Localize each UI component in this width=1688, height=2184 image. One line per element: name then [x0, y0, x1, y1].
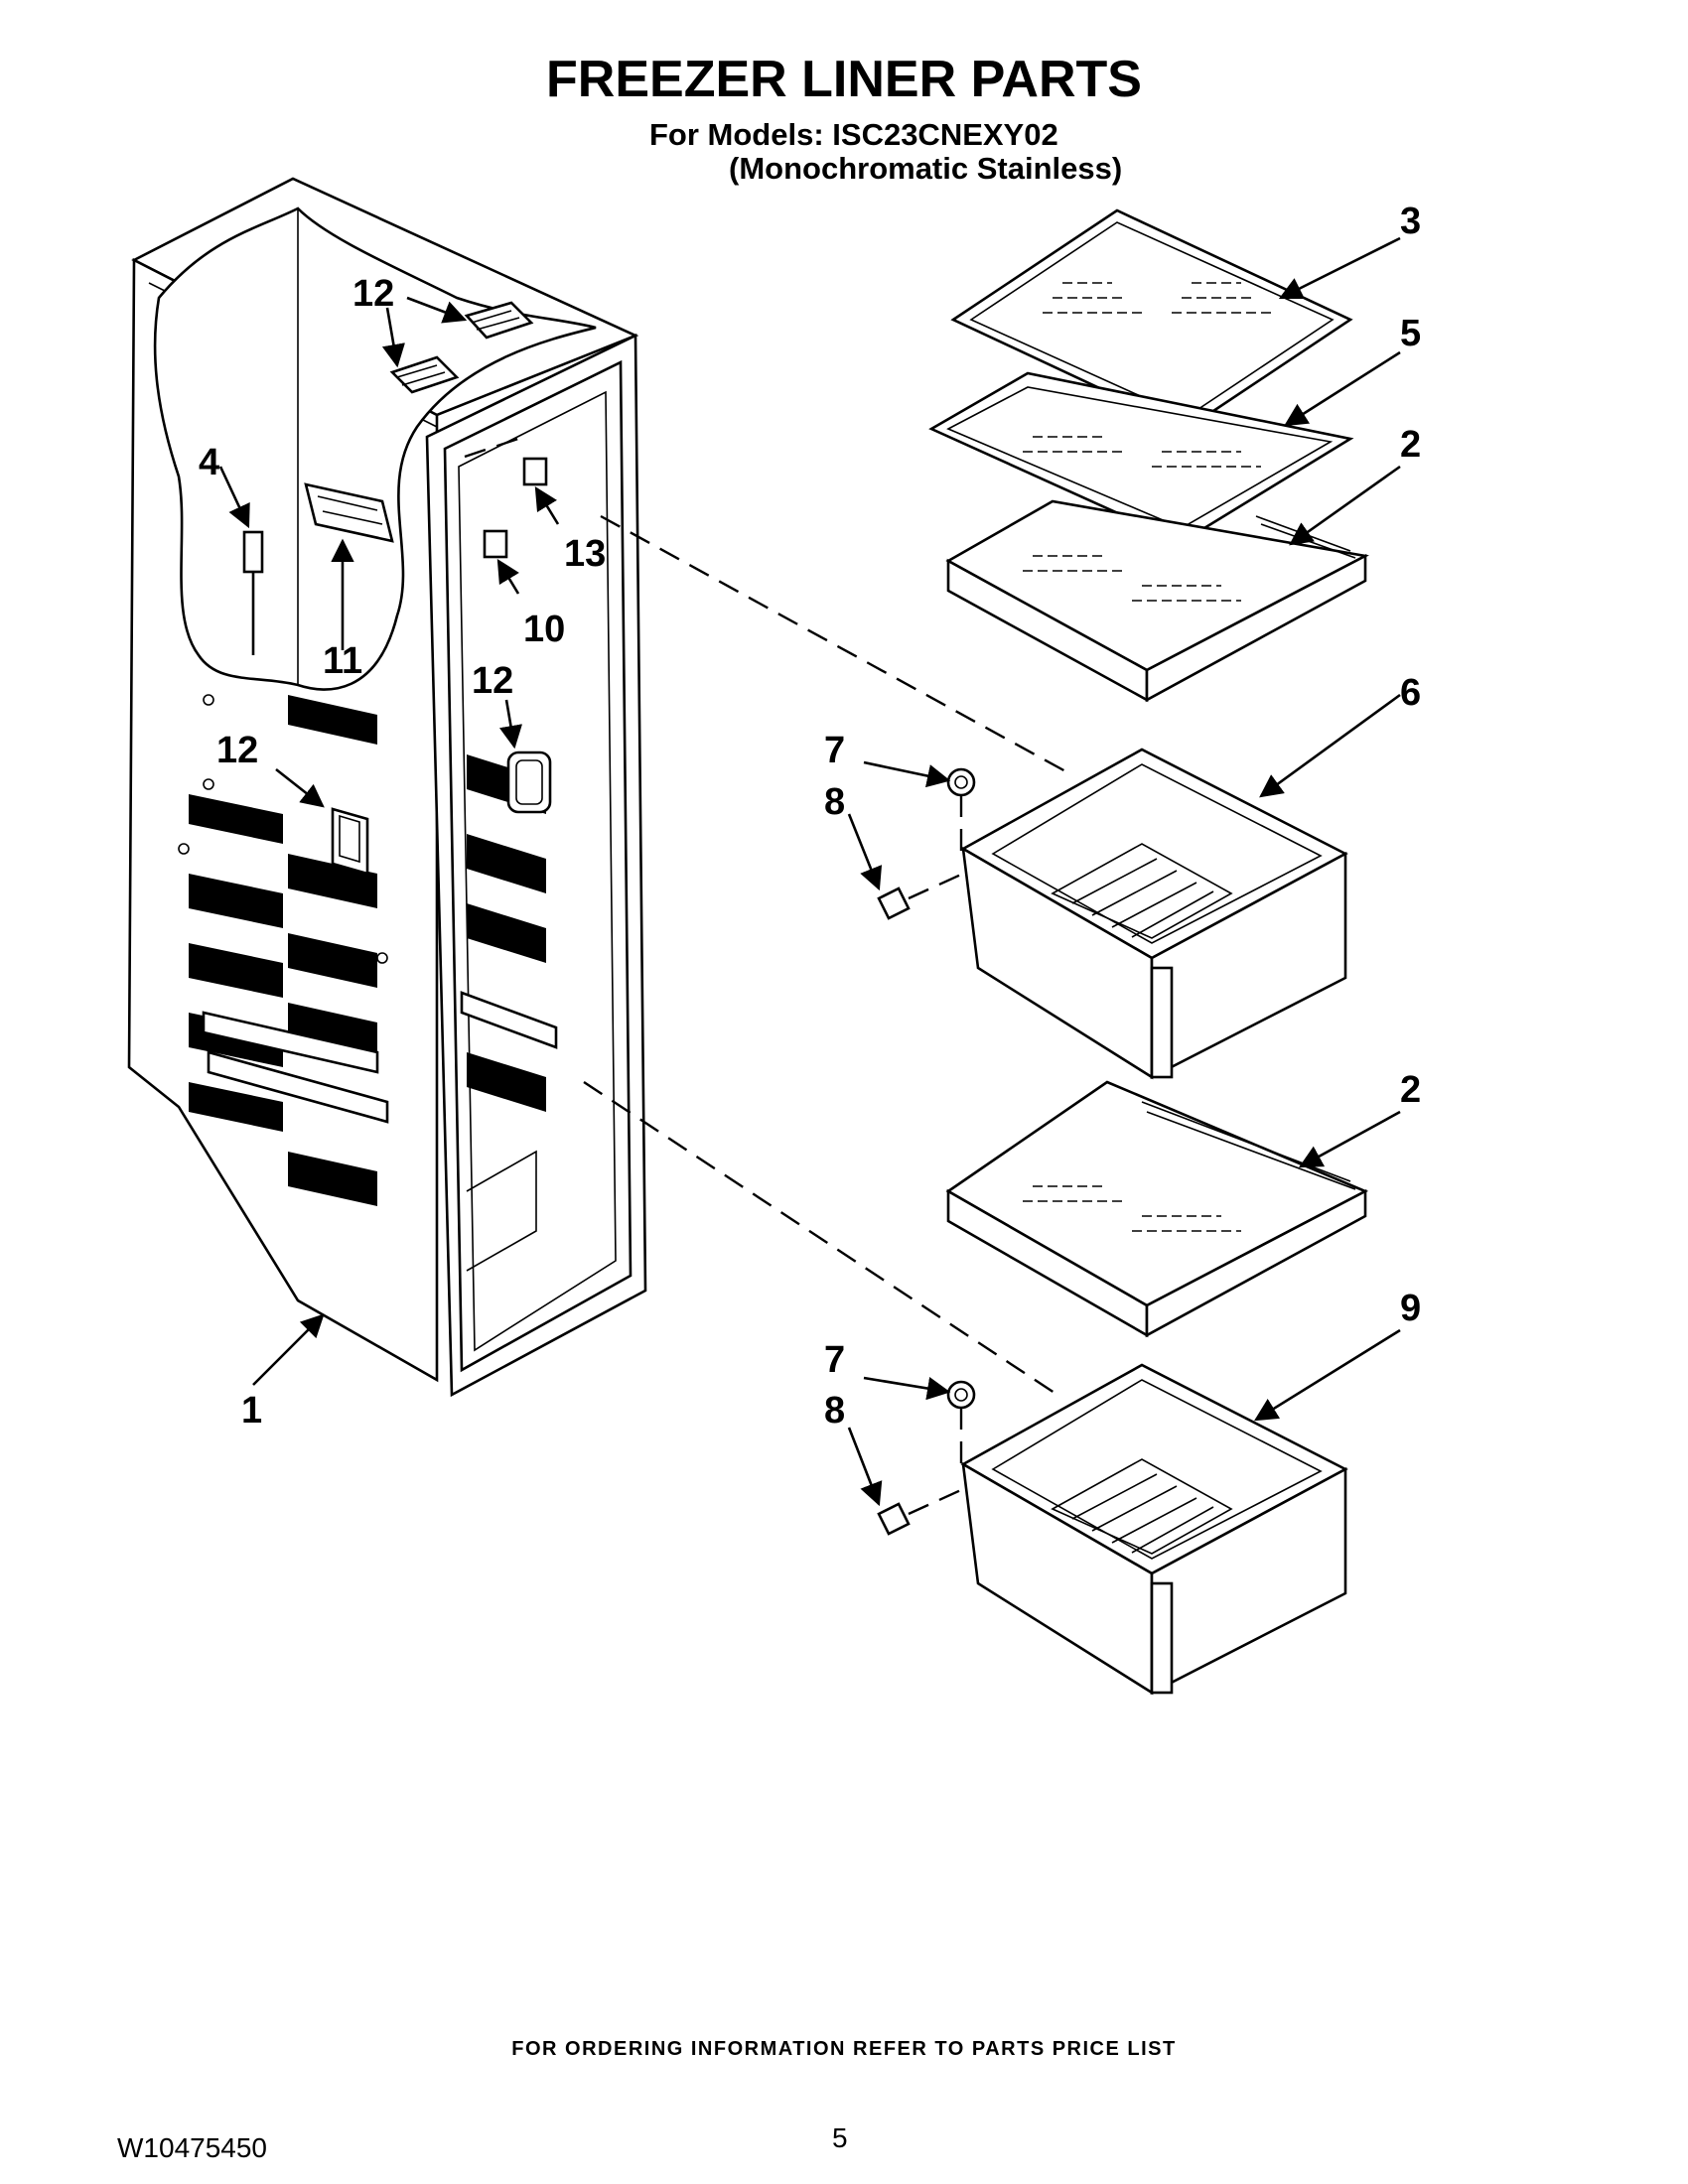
callout-6: 6 [1400, 672, 1421, 714]
callout-8-lower: 8 [824, 1390, 845, 1432]
callout-7-upper: 7 [824, 730, 845, 771]
callout-10: 10 [523, 609, 565, 650]
roller-studs [877, 887, 911, 1536]
temperature-sensor [242, 530, 264, 655]
callout-11: 11 [323, 640, 362, 682]
ordering-note: FOR ORDERING INFORMATION REFER TO PARTS … [511, 2038, 1177, 2060]
callout-5: 5 [1400, 313, 1421, 354]
glass-shelf-5 [928, 371, 1354, 544]
side-light-assembly [331, 807, 369, 876]
part-callouts: 3 5 2 6 7 8 2 9 7 8 1 4 11 12 12 12 13 1… [199, 201, 1421, 1432]
callout-12-inner: 12 [472, 660, 513, 702]
callout-7-lower: 7 [824, 1339, 845, 1381]
top-switch-assemblies [389, 301, 534, 394]
door-switches [483, 457, 548, 559]
callout-4: 4 [199, 442, 219, 483]
callout-8-upper: 8 [824, 781, 845, 823]
callout-1: 1 [241, 1390, 262, 1432]
callout-2-lower: 2 [1400, 1069, 1421, 1111]
page-number: 5 [832, 2122, 848, 2153]
callout-12-side: 12 [216, 730, 258, 771]
freezer-pan-upper [960, 748, 1348, 1080]
inner-wall-light [506, 751, 552, 814]
document-number: W10475450 [117, 2132, 268, 2163]
framed-shelf-lower [945, 1080, 1369, 1338]
callout-2-upper: 2 [1400, 424, 1421, 466]
framed-shelf-upper [945, 499, 1369, 703]
control-housing [304, 482, 394, 543]
model-variant-line: (Monochromatic Stainless) [729, 151, 1123, 186]
callout-9: 9 [1400, 1288, 1421, 1329]
freezer-liner [127, 177, 647, 1398]
callout-13: 13 [564, 533, 606, 575]
model-number-line: For Models: ISC23CNEXY02 [649, 117, 1058, 152]
freezer-pan-lower [960, 1363, 1348, 1696]
callout-3: 3 [1400, 201, 1421, 242]
page-title: FREEZER LINER PARTS [546, 51, 1142, 108]
callout-12-top: 12 [352, 273, 394, 315]
